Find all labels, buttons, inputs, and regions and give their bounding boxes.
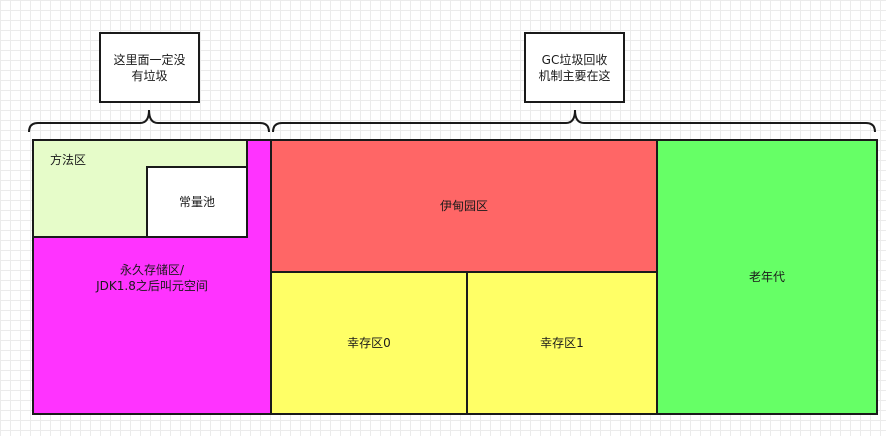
permanent-label-wrap: 永久存储区/ JDK1.8之后叫元空间 [34, 238, 270, 318]
survivor1-region: 幸存区1 [466, 271, 658, 415]
permanent-label: 永久存储区/ JDK1.8之后叫元空间 [96, 263, 208, 293]
left-brace [28, 109, 270, 133]
method-area-label: 方法区 [50, 153, 87, 167]
old-gen-label: 老年代 [748, 270, 785, 284]
right-brace [272, 109, 876, 133]
survivor1-label: 幸存区1 [540, 336, 584, 350]
callout-no-garbage: 这里面一定没 有垃圾 [99, 32, 200, 103]
constant-pool-label: 常量池 [178, 195, 215, 209]
survivor0-label: 幸存区0 [347, 336, 391, 350]
eden-region: 伊甸园区 [270, 139, 658, 273]
old-gen-region: 老年代 [656, 139, 878, 415]
callout-gc-main: GC垃圾回收 机制主要在这 [524, 32, 625, 103]
eden-label: 伊甸园区 [439, 199, 488, 213]
callout-gc-main-text: GC垃圾回收 机制主要在这 [538, 52, 611, 83]
constant-pool-region: 常量池 [146, 166, 248, 238]
survivor0-region: 幸存区0 [270, 271, 468, 415]
callout-no-garbage-text: 这里面一定没 有垃圾 [113, 52, 186, 83]
